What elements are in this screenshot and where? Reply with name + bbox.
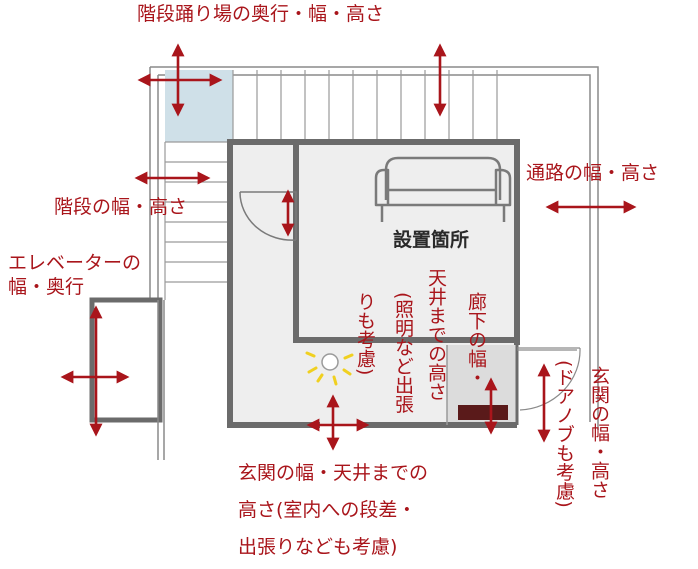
elevator — [89, 297, 165, 460]
label-entrance-line2: 高さ(室内への段差・ — [238, 499, 417, 521]
interior-door — [239, 191, 297, 241]
label-door-col1: 玄関の幅・高さ — [588, 366, 610, 499]
label-landing: 階段踊り場の奥行・幅・高さ — [137, 3, 385, 25]
shoe-cabinet — [458, 405, 508, 420]
label-passage: 通路の幅・高さ — [526, 162, 660, 184]
label-corridor-col3: (照明など出張 — [392, 292, 414, 414]
label-corridor-col1: 廊下の幅・ — [465, 292, 487, 387]
label-corridor-col4: りも考慮) — [354, 292, 376, 376]
label-install-site: 設置箇所 — [393, 229, 470, 251]
stairs-top-run — [165, 70, 498, 143]
label-entrance-line1: 玄関の幅・天井までの — [238, 462, 429, 484]
measurement-arrows — [60, 43, 637, 451]
label-entrance-line3: 出張りなども考慮) — [238, 536, 398, 558]
ceiling-light-icon — [305, 351, 354, 386]
label-elevator-line2: 幅・奥行 — [8, 276, 85, 298]
label-corridor-col2: 天井までの高さ — [425, 268, 447, 401]
label-door-col2: (ドアノブも考慮) — [553, 360, 575, 508]
label-elevator-line1: エレベーターの — [8, 252, 142, 274]
label-stairs: 階段の幅・高さ — [54, 196, 188, 218]
stairs-side-run — [164, 142, 230, 300]
front-door — [517, 347, 581, 411]
sofa-icon — [374, 156, 512, 222]
